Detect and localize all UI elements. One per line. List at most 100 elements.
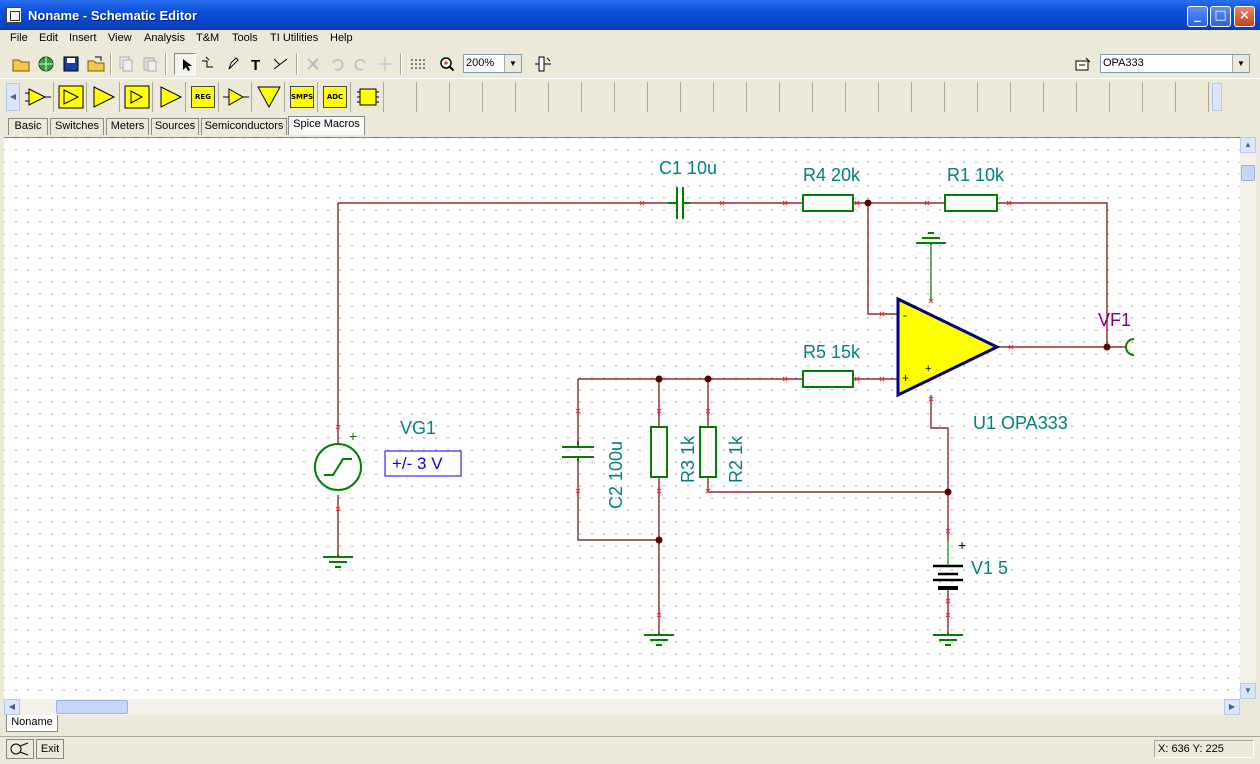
v1-battery[interactable] [933,564,963,590]
r3-resistor[interactable] [650,426,668,478]
palette-item-7[interactable] [220,82,252,112]
palette-item-adc[interactable]: ADC [319,82,351,112]
zoom-value: 200% [466,57,495,69]
menu-tm[interactable]: T&M [196,32,220,44]
select-arrow-icon[interactable] [174,53,196,75]
chevron-left-icon[interactable]: ◀ [6,83,20,111]
r2-resistor[interactable] [699,426,717,478]
palette-item-chip[interactable] [352,82,384,112]
component-tool-icon[interactable] [532,53,554,75]
delete-icon[interactable] [302,53,324,75]
palette-item-1[interactable] [22,82,54,112]
tab-switches[interactable]: Switches [50,118,104,135]
palette-item-smps[interactable]: SMPS [286,82,318,112]
tab-semiconductors[interactable]: Semiconductors [201,118,287,135]
palette-item-5[interactable] [154,82,186,112]
r1-label: R1 10k [947,165,1005,185]
menu-file[interactable]: File [10,32,28,44]
u1-label: U1 OPA333 [973,413,1068,433]
zoom-select[interactable]: 200% ▼ [463,54,522,73]
chevron-right-icon[interactable]: ▶ [1224,699,1240,715]
palette-item-2[interactable] [55,82,87,112]
globe-icon[interactable] [35,53,57,75]
palette-item-reg[interactable]: REG [187,82,219,112]
palette-item-8[interactable] [253,82,285,112]
menu-tools[interactable]: Tools [232,32,258,44]
title-bar: Noname - Schematic Editor _ □ × [0,0,1260,30]
palette-empty [946,82,978,112]
c2-capacitor[interactable] [562,441,594,461]
undo-icon[interactable] [326,53,348,75]
horizontal-scroll-thumb[interactable] [56,700,128,714]
tab-noname[interactable]: Noname [6,715,58,732]
chevron-left-icon[interactable]: ◀ [4,699,20,715]
menu-ti-utilities[interactable]: TI Utilities [270,32,319,44]
chevron-down-icon[interactable]: ▼ [1240,683,1256,699]
save-icon[interactable] [60,53,82,75]
palette-empty [1177,82,1209,112]
tab-meters[interactable]: Meters [106,118,149,135]
opamp-plus-sign: + [902,371,909,385]
part-search-select[interactable]: OPA333▼ [1100,54,1250,73]
palette-empty [1045,82,1077,112]
vg1-plus-sign: + [349,428,357,444]
palette-empty [418,82,450,112]
vf1-label: VF1 [1098,310,1131,330]
chevron-up-icon[interactable]: ▲ [1240,137,1256,153]
palette-empty [748,82,780,112]
minimize-button[interactable]: _ [1187,6,1208,27]
tab-spice-macros[interactable]: Spice Macros [288,116,365,135]
r4-label: R4 20k [803,165,861,185]
vertical-scroll-thumb[interactable] [1241,165,1255,181]
menu-help[interactable]: Help [330,32,353,44]
app-icon[interactable] [6,7,22,23]
wire-tool-icon[interactable] [197,53,219,75]
tab-basic[interactable]: Basic [8,118,48,135]
open-folder-icon[interactable] [10,53,32,75]
junctions [655,199,1111,544]
palette-item-3[interactable] [88,82,120,112]
vf1-probe[interactable] [1125,338,1135,356]
menu-view[interactable]: View [108,32,132,44]
vg1-source[interactable] [314,443,362,491]
paste-icon[interactable] [139,53,161,75]
open-file-icon[interactable] [85,53,107,75]
palette-empty [550,82,582,112]
palette-empty [484,82,516,112]
text-tool-icon[interactable]: T [246,53,268,75]
palette-scroll-handle[interactable] [1212,83,1222,111]
editor-mode-icon[interactable] [6,739,34,759]
line-tool-icon[interactable] [270,53,292,75]
chevron-down-icon[interactable]: ▼ [1232,55,1249,72]
chevron-down-icon[interactable]: ▼ [504,55,521,72]
window-title: Noname - Schematic Editor [28,8,198,23]
palette-empty [913,82,945,112]
menu-analysis[interactable]: Analysis [144,32,185,44]
r1-resistor[interactable] [944,194,998,212]
c1-capacitor[interactable] [668,187,690,219]
vertical-scrollbar[interactable]: ▲ ▼ [1240,137,1256,699]
r5-resistor[interactable] [802,370,854,388]
menu-edit[interactable]: Edit [39,32,58,44]
close-button[interactable]: × [1234,6,1255,27]
r4-resistor[interactable] [802,194,854,212]
zoom-icon[interactable] [436,53,458,75]
pencil-icon[interactable] [222,53,244,75]
vg1-value-box[interactable] [384,450,462,477]
grid-icon[interactable] [407,53,429,75]
menu-bar: File Edit Insert View Analysis T&M Tools… [0,30,1260,48]
palette-empty [649,82,681,112]
horizontal-scrollbar[interactable]: ◀ ▶ [4,699,1240,715]
redo-icon[interactable] [350,53,372,75]
palette-item-4[interactable] [121,82,153,112]
menu-insert[interactable]: Insert [69,32,97,44]
copy-icon[interactable] [115,53,137,75]
maximize-button[interactable]: □ [1210,6,1231,27]
palette-empty [847,82,879,112]
exit-button[interactable]: Exit [36,739,64,759]
tab-sources[interactable]: Sources [151,118,199,135]
find-part-icon[interactable] [1072,53,1094,75]
u1-opamp[interactable] [896,296,1001,398]
schematic-canvas[interactable]: - + + + + C1 10u R4 20k R1 [4,137,1240,700]
junction-icon[interactable] [374,53,396,75]
